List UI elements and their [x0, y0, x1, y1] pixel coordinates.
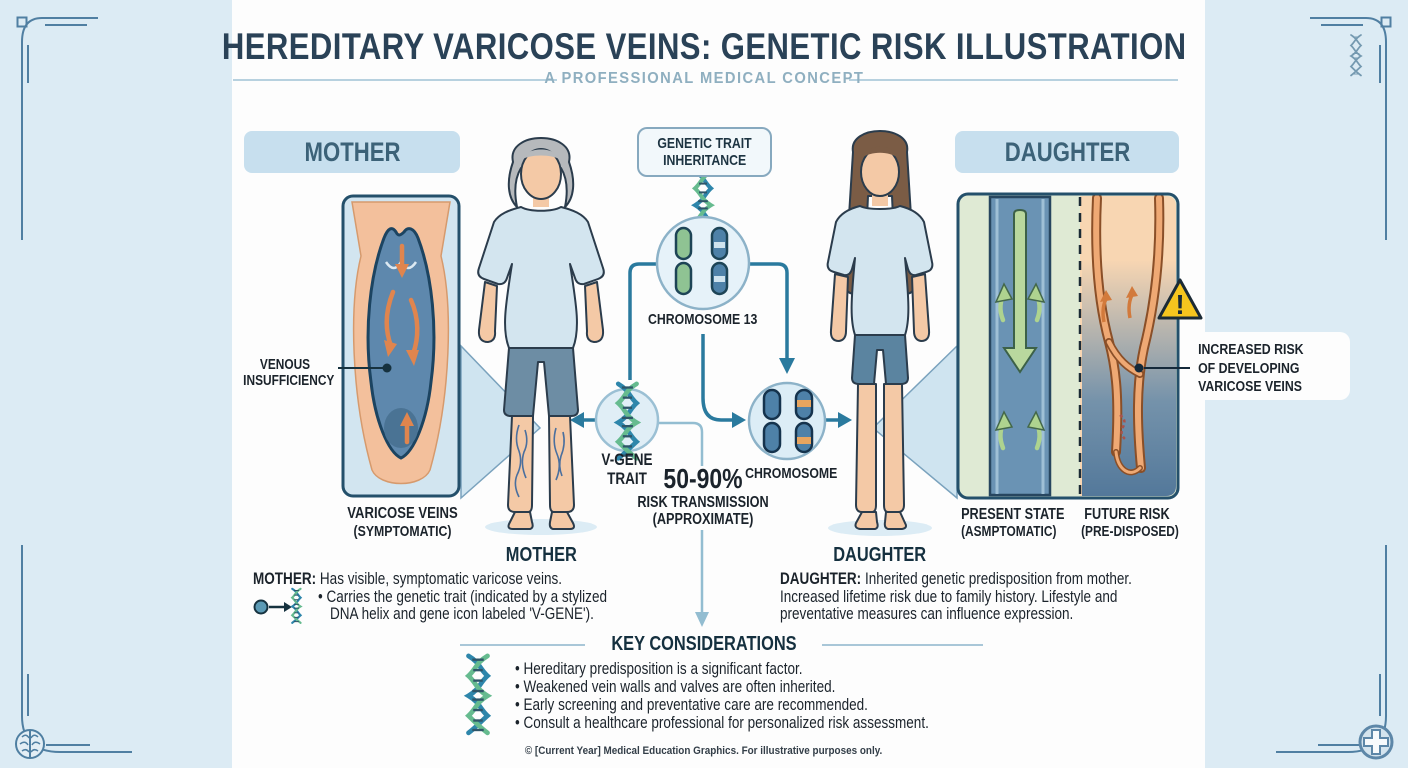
- venous-insufficiency-label: VENOUS INSUFFICIENCY: [243, 357, 335, 389]
- inheritance-line2: INHERITANCE: [662, 152, 747, 169]
- chromosome-label: CHROMOSOME: [745, 465, 838, 482]
- mother-desc-line3: DNA helix and gene icon labeled 'V-GENE'…: [330, 605, 594, 623]
- daughter-desc-line2: Increased lifetime risk due to family hi…: [780, 588, 1118, 606]
- risk-label-backdrop: [1186, 332, 1350, 400]
- connector-arrowheads: [570, 358, 852, 428]
- dna-helix-icon: [695, 172, 711, 237]
- inheritance-line1: GENETIC TRAIT: [657, 135, 752, 152]
- daughter-zoom-callout: [871, 344, 958, 500]
- key-bullet-1: • Hereditary predisposition is a signifi…: [515, 660, 803, 678]
- mother-subheading: MOTHER: [505, 544, 577, 566]
- v-gene-trait-label: V-GENE TRAIT: [601, 451, 653, 488]
- daughter-subheading: DAUGHTER: [833, 544, 927, 566]
- varicose-veins-caption: VARICOSE VEINS (SYMPTOMATIC): [347, 505, 458, 540]
- footer-credit: © [Current Year] Medical Education Graph…: [525, 745, 883, 757]
- increased-risk-label: INCREASED RISK OF DEVELOPING VARICOSE VE…: [1198, 342, 1304, 395]
- page-subtitle: A PROFESSIONAL MEDICAL CONCEPT: [544, 70, 864, 87]
- key-bullet-2: • Weakened vein walls and valves are oft…: [515, 678, 836, 696]
- mother-vein-panel: [338, 194, 461, 498]
- chromosome-13-icon: [655, 215, 751, 311]
- svg-text:!: !: [1175, 289, 1184, 320]
- risk-transmission-label: 50-90% RISK TRANSMISSION (APPROXIMATE): [618, 463, 788, 528]
- page-title: HEREDITARY VARICOSE VEINS: GENETIC RISK …: [221, 26, 1187, 67]
- inheritance-label-box: GENETIC TRAIT INHERITANCE: [637, 127, 772, 177]
- daughter-vein-panel: [956, 192, 1190, 500]
- present-state-caption: PRESENT STATE (ASMPTOMATIC): [961, 506, 1065, 540]
- daughter-desc-line3: preventative measures can influence expr…: [780, 605, 1074, 623]
- down-arrowhead-icon: [695, 612, 709, 627]
- gene-trait-mini-icon: [253, 587, 302, 624]
- daughter-figure: [826, 130, 934, 536]
- dna-helix-icon-key: [469, 656, 488, 733]
- future-risk-caption: FUTURE RISK (PRE-DISPOSED): [1081, 506, 1179, 540]
- key-considerations-heading: KEY CONSIDERATIONS: [611, 633, 797, 655]
- daughter-section-label: DAUGHTER: [955, 131, 1179, 173]
- daughter-desc-line1: DAUGHTER: Inherited genetic predispositi…: [780, 570, 1132, 588]
- mother-zoom-callout: [460, 344, 542, 500]
- v-gene-trait-icon: [594, 384, 660, 459]
- mother-desc-line2: • Carries the genetic trait (indicated b…: [318, 588, 608, 606]
- chromosome13-label: CHROMOSOME 13: [648, 311, 758, 328]
- key-bullet-4: • Consult a healthcare professional for …: [515, 714, 929, 732]
- key-bullet-3: • Early screening and preventative care …: [515, 696, 868, 714]
- inherited-chromosome-icon: [747, 381, 827, 461]
- inheritance-connector-lines: [583, 262, 839, 422]
- warning-icon: !: [1157, 278, 1203, 320]
- mother-section-label: MOTHER: [244, 131, 460, 173]
- mother-desc-line1: MOTHER: Has visible, symptomatic varicos…: [253, 570, 563, 588]
- risk-percentage: 50-90%: [663, 463, 743, 494]
